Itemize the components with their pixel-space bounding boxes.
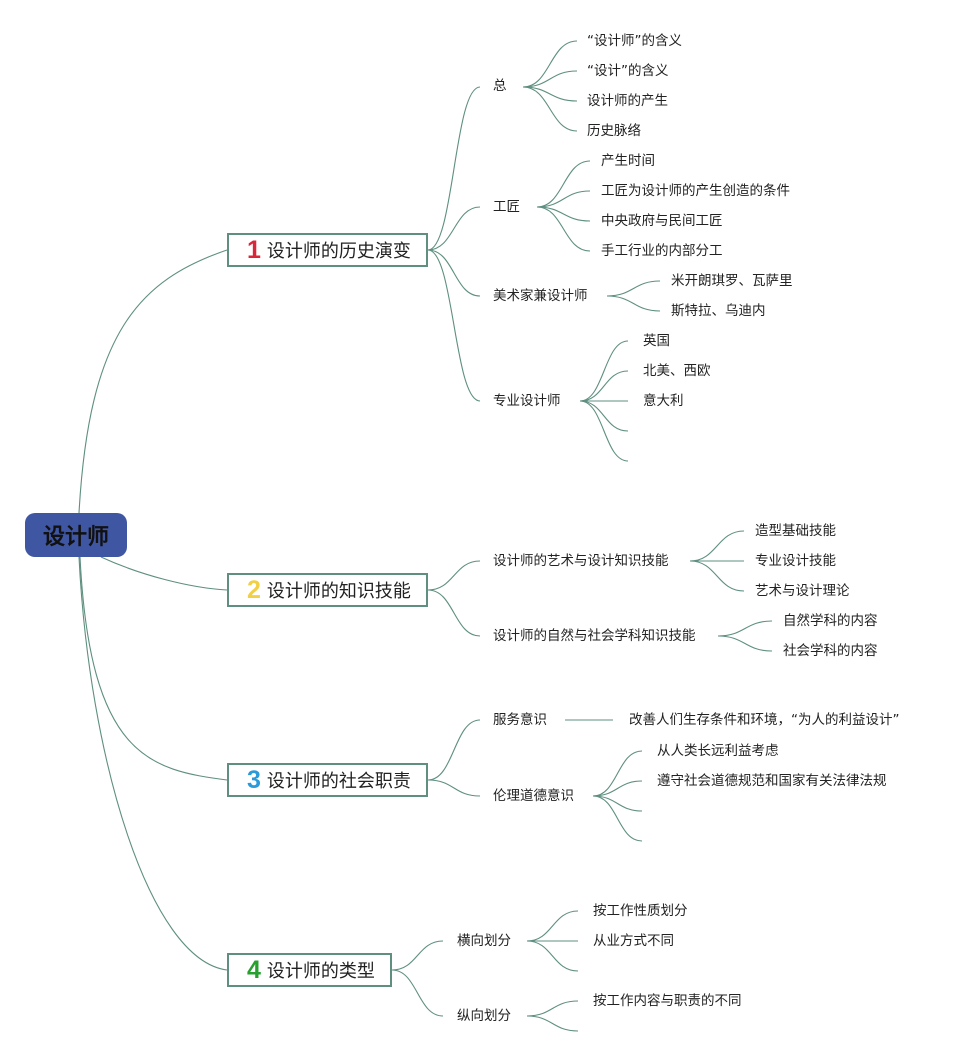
root-connector <box>78 249 228 514</box>
topic-node[interactable]: 横向划分 <box>457 933 511 949</box>
branch-label: 设计师的社会职责 <box>266 771 411 792</box>
root-node[interactable]: 设计师 <box>25 513 127 557</box>
number-3-icon: 3 <box>247 765 261 794</box>
connector-line <box>606 295 661 312</box>
leaf-node[interactable]: 艺术与设计理论 <box>755 583 850 599</box>
leaf-node[interactable]: 社会学科的内容 <box>783 643 878 659</box>
leaf-node[interactable]: 按工作内容与职责的不同 <box>593 993 742 1009</box>
leaf-node[interactable]: 自然学科的内容 <box>783 613 878 629</box>
connector-line <box>579 400 629 432</box>
connector-line <box>717 620 773 637</box>
connector-line <box>689 530 745 562</box>
connector-line <box>592 780 643 797</box>
connector-line <box>427 249 481 297</box>
topic-node[interactable]: 总 <box>493 78 507 94</box>
branch-label: 设计师的类型 <box>266 961 375 982</box>
leaf-node[interactable]: 中央政府与民间工匠 <box>601 213 723 229</box>
root-connector <box>100 556 228 591</box>
connector-line <box>606 280 661 297</box>
branch-label: 设计师的知识技能 <box>266 581 411 602</box>
branch-node-history[interactable]: 1 设计师的历史演变 <box>227 233 428 267</box>
connector-line <box>391 969 444 1017</box>
root-connector <box>79 556 228 781</box>
root-connector <box>78 556 228 971</box>
connector-line <box>689 560 745 592</box>
connector-line <box>536 160 591 208</box>
leaf-node[interactable]: 设计师的产生 <box>587 93 668 109</box>
topic-node[interactable]: 伦理道德意识 <box>493 788 574 804</box>
number-1-icon: 1 <box>247 235 261 264</box>
leaf-node[interactable]: 从人类长远利益考虑 <box>657 743 779 759</box>
leaf-node[interactable]: 从业方式不同 <box>593 933 674 949</box>
topic-node[interactable]: 工匠 <box>493 199 520 215</box>
branch-node-types[interactable]: 4 设计师的类型 <box>227 953 392 987</box>
connector-line <box>427 779 481 797</box>
connector-line <box>427 249 481 402</box>
branch-node-skills[interactable]: 2 设计师的知识技能 <box>227 573 428 607</box>
leaf-node[interactable]: 意大利 <box>643 393 684 409</box>
branch-label: 设计师的历史演变 <box>266 241 411 262</box>
leaf-node[interactable]: 历史脉络 <box>587 123 641 139</box>
leaf-node[interactable]: 产生时间 <box>601 153 655 169</box>
connector-line <box>526 940 579 972</box>
connector-line <box>522 70 578 88</box>
connector-line <box>427 719 481 781</box>
number-4-icon: 4 <box>247 955 261 984</box>
connector-line <box>427 86 481 251</box>
connector-line <box>526 1000 579 1017</box>
connector-line <box>579 400 629 462</box>
connector-line <box>536 190 591 208</box>
connector-line <box>522 40 578 88</box>
topic-node[interactable]: 专业设计师 <box>493 393 561 409</box>
leaf-node[interactable]: 米开朗琪罗、瓦萨里 <box>671 273 793 289</box>
connector-line <box>391 940 444 971</box>
connector-line <box>579 340 629 402</box>
connector-line <box>522 86 578 132</box>
number-2-icon: 2 <box>247 575 261 604</box>
connector-line <box>427 560 481 591</box>
leaf-node[interactable]: 专业设计技能 <box>755 553 836 569</box>
leaf-node[interactable]: 改善人们生存条件和环境，“为人的利益设计” <box>629 712 900 728</box>
leaf-node[interactable]: 遵守社会道德规范和国家有关法律法规 <box>657 773 887 789</box>
leaf-node[interactable]: 英国 <box>643 333 670 349</box>
leaf-node[interactable]: 工匠为设计师的产生创造的条件 <box>601 183 790 199</box>
connector-line <box>592 750 643 797</box>
leaf-node[interactable]: “设计”的含义 <box>587 63 669 79</box>
leaf-node[interactable]: 手工行业的内部分工 <box>601 243 723 259</box>
connector-line <box>526 910 579 942</box>
leaf-node[interactable]: 斯特拉、乌迪内 <box>671 303 766 319</box>
connector-line <box>592 795 643 812</box>
connector-line <box>536 206 591 222</box>
connector-line <box>427 589 481 637</box>
topic-node[interactable]: 设计师的自然与社会学科知识技能 <box>493 628 696 644</box>
branch-node-duties[interactable]: 3 设计师的社会职责 <box>227 763 428 797</box>
topic-node[interactable]: 纵向划分 <box>457 1008 511 1024</box>
connector-line <box>526 1015 579 1032</box>
connector-line <box>536 206 591 252</box>
connector-line <box>427 206 481 251</box>
connector-line <box>522 86 578 102</box>
leaf-node[interactable]: 按工作性质划分 <box>593 903 688 919</box>
connector-line <box>717 635 773 652</box>
topic-node[interactable]: 设计师的艺术与设计知识技能 <box>493 553 669 569</box>
leaf-node[interactable]: 北美、西欧 <box>643 363 711 379</box>
leaf-node[interactable]: “设计师”的含义 <box>587 33 682 49</box>
connector-line <box>579 370 629 402</box>
topic-node[interactable]: 服务意识 <box>493 712 547 728</box>
topic-node[interactable]: 美术家兼设计师 <box>493 288 588 304</box>
connector-line <box>592 795 643 842</box>
root-label: 设计师 <box>42 525 109 550</box>
leaf-node[interactable]: 造型基础技能 <box>755 523 836 539</box>
